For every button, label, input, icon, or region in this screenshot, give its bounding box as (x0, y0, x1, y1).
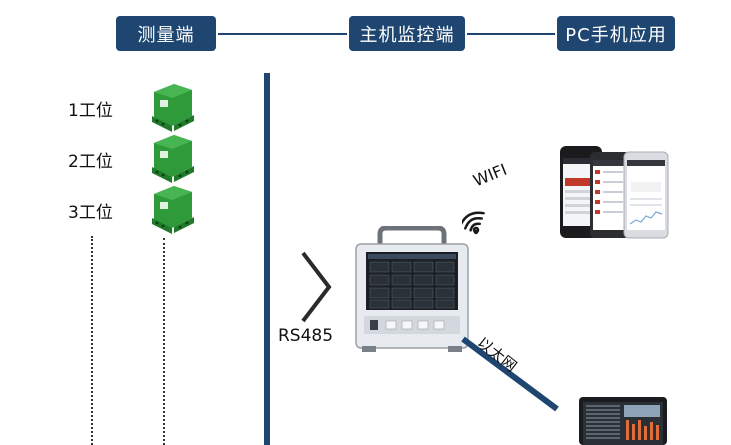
header-host-label: 主机监控端 (359, 24, 455, 46)
header-measure-label: 测量端 (137, 24, 195, 46)
transmitter-module-icon (152, 135, 194, 183)
wifi-icon (462, 211, 485, 235)
header-measure: 测量端 (116, 16, 216, 51)
header-pc: PC手机应用 (557, 16, 675, 51)
continuation-dots-left (91, 236, 93, 445)
workstation-label-2: 2工位 (68, 152, 113, 172)
rs485-label: RS485 (278, 326, 334, 346)
smartphone-app-icon (560, 146, 669, 239)
header-host: 主机监控端 (349, 16, 465, 51)
continuation-dots-right (163, 238, 165, 445)
connector-host-pc (467, 33, 555, 35)
workstation-label-3: 3工位 (68, 203, 113, 223)
transmitter-module-icon (152, 84, 194, 132)
wifi-label: WIFI (470, 159, 510, 191)
host-monitor-device-icon (355, 226, 469, 352)
connector-measure-host (218, 33, 347, 35)
chevron-right-icon (301, 251, 332, 323)
transmitter-module-icon (152, 186, 194, 234)
workstation-label-1: 1工位 (68, 101, 113, 121)
computer-monitor-icon (579, 397, 667, 445)
ethernet-link-line (461, 336, 559, 412)
header-pc-label: PC手机应用 (565, 24, 667, 46)
rs485-bus-line (264, 73, 270, 445)
